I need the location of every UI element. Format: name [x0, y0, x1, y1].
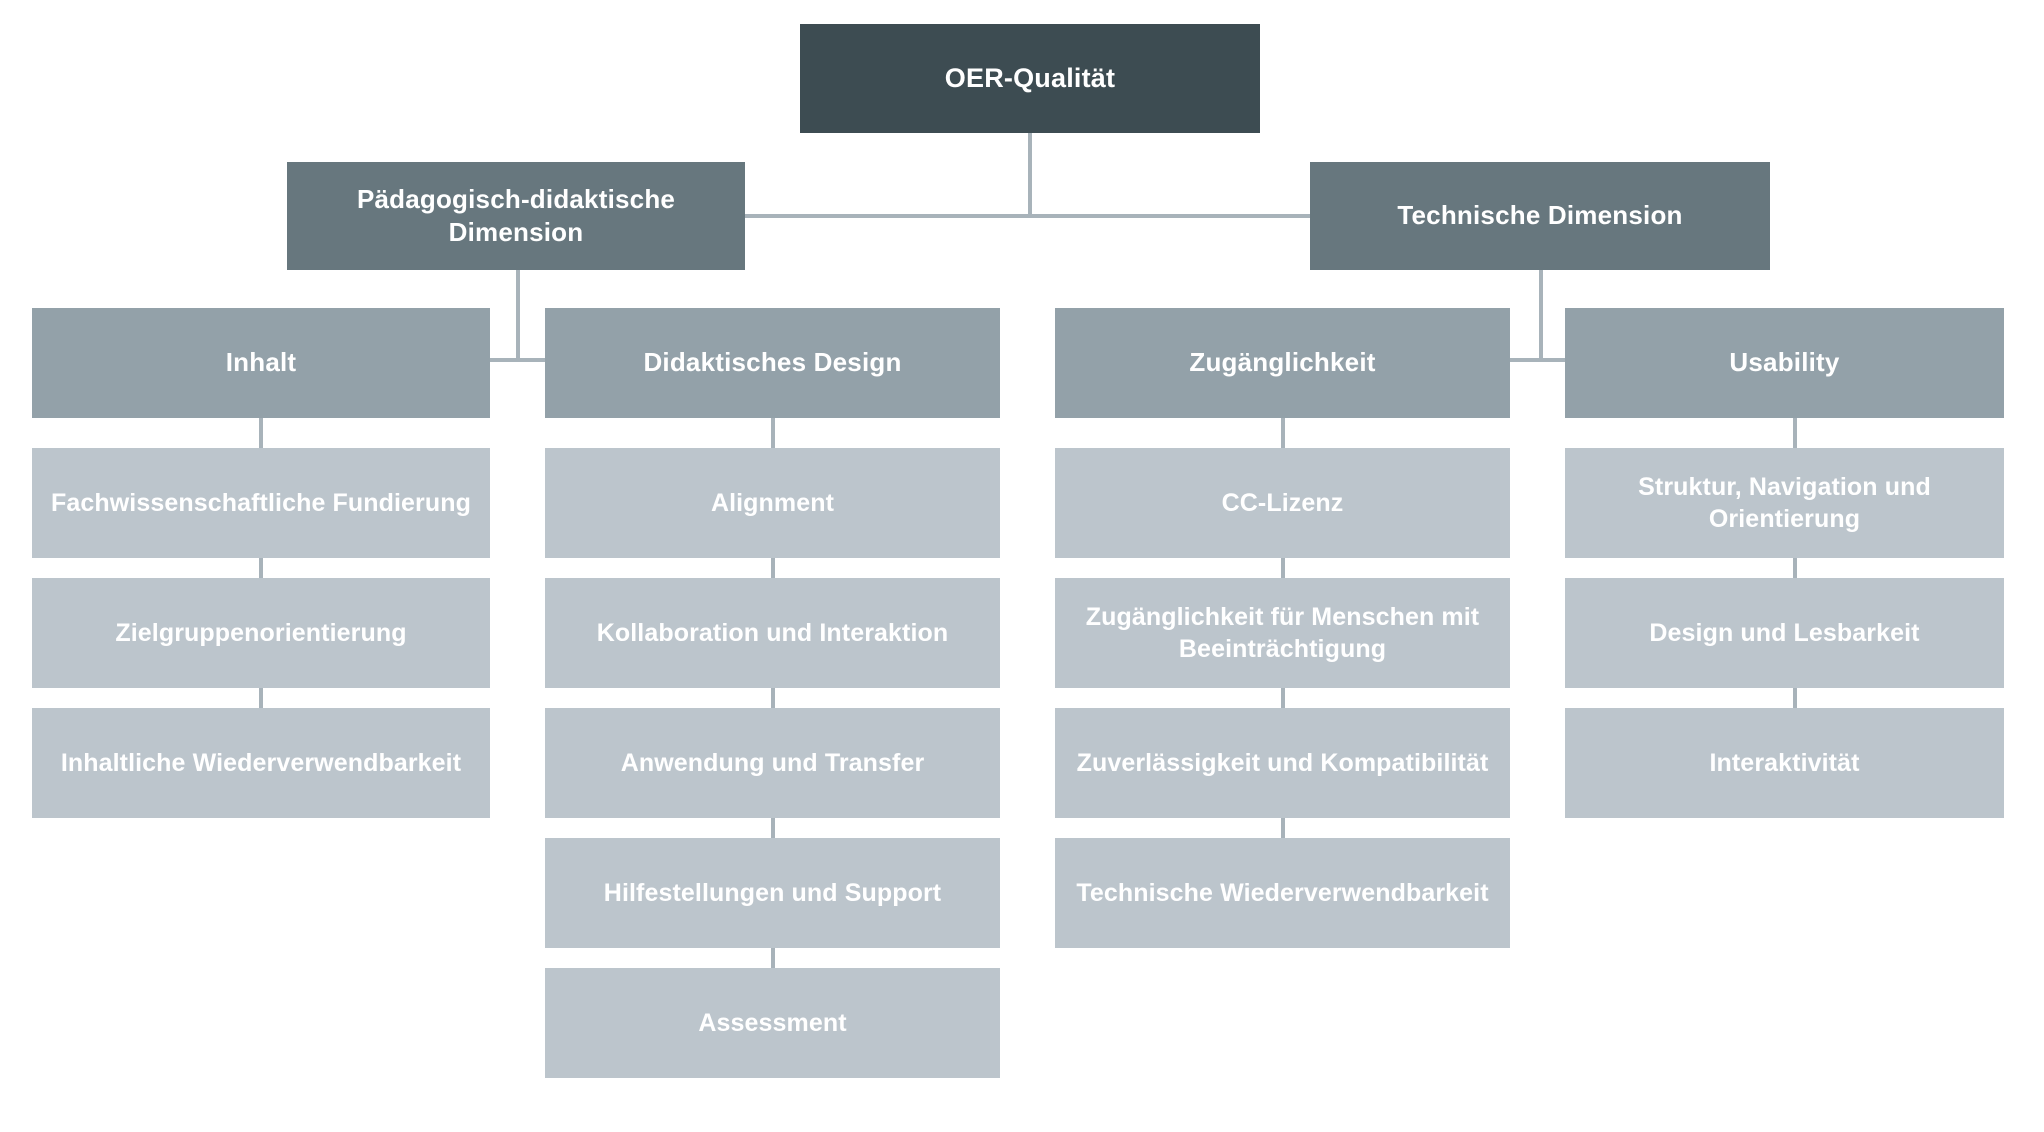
node-interaktivitaet[interactable]: Interaktivität [1565, 708, 2004, 818]
node-inhalt[interactable]: Inhalt [32, 308, 490, 418]
node-usability[interactable]: Usability [1565, 308, 2004, 418]
node-hilfestellungen-und-support[interactable]: Hilfestellungen und Support [545, 838, 1000, 948]
node-oer-qualitaet[interactable]: OER-Qualität [800, 24, 1260, 133]
connector-dimension-bus [745, 214, 1310, 218]
node-zuverlaessigkeit-und-kompatibilitaet[interactable]: Zuverlässigkeit und Kompatibilität [1055, 708, 1510, 818]
node-design-und-lesbarkeit[interactable]: Design und Lesbarkeit [1565, 578, 2004, 688]
connector-usability-2 [1793, 558, 1797, 588]
connector-inhalt-1 [259, 418, 263, 448]
connector-didaktik-4 [771, 818, 775, 848]
node-anwendung-und-transfer[interactable]: Anwendung und Transfer [545, 708, 1000, 818]
connector-left-dimension-stem [516, 270, 520, 362]
node-zugaenglichkeit-fuer-menschen-mit-beeintraechtigung[interactable]: Zugänglichkeit für Menschen mit Beeinträ… [1055, 578, 1510, 688]
connector-usability-1 [1793, 418, 1797, 448]
connector-left-category-bus [490, 358, 545, 362]
connector-zugang-4 [1281, 818, 1285, 848]
node-kollaboration-und-interaktion[interactable]: Kollaboration und Interaktion [545, 578, 1000, 688]
node-inhaltliche-wiederverwendbarkeit[interactable]: Inhaltliche Wiederverwendbarkeit [32, 708, 490, 818]
connector-zugang-1 [1281, 418, 1285, 448]
node-fachwissenschaftliche-fundierung[interactable]: Fachwissenschaftliche Fundierung [32, 448, 490, 558]
connector-right-category-bus [1510, 358, 1565, 362]
connector-root-stem [1028, 133, 1032, 216]
node-zielgruppenorientierung[interactable]: Zielgruppenorientierung [32, 578, 490, 688]
connector-inhalt-2 [259, 558, 263, 588]
node-struktur-navigation-und-orientierung[interactable]: Struktur, Navigation und Orientierung [1565, 448, 2004, 558]
connector-right-dimension-stem [1539, 270, 1543, 362]
connector-didaktik-1 [771, 418, 775, 448]
connector-inhalt-3 [259, 688, 263, 718]
node-assessment[interactable]: Assessment [545, 968, 1000, 1078]
node-alignment[interactable]: Alignment [545, 448, 1000, 558]
node-zugaenglichkeit[interactable]: Zugänglichkeit [1055, 308, 1510, 418]
connector-zugang-3 [1281, 688, 1285, 718]
node-technische-dimension[interactable]: Technische Dimension [1310, 162, 1770, 270]
connector-zugang-2 [1281, 558, 1285, 588]
node-didaktisches-design[interactable]: Didaktisches Design [545, 308, 1000, 418]
node-cc-lizenz[interactable]: CC-Lizenz [1055, 448, 1510, 558]
connector-didaktik-3 [771, 688, 775, 718]
connector-didaktik-5 [771, 948, 775, 978]
node-technische-wiederverwendbarkeit[interactable]: Technische Wiederverwendbarkeit [1055, 838, 1510, 948]
node-paedagogisch-didaktische-dimension[interactable]: Pädagogisch-didaktische Dimension [287, 162, 745, 270]
connector-usability-3 [1793, 688, 1797, 718]
connector-didaktik-2 [771, 558, 775, 588]
